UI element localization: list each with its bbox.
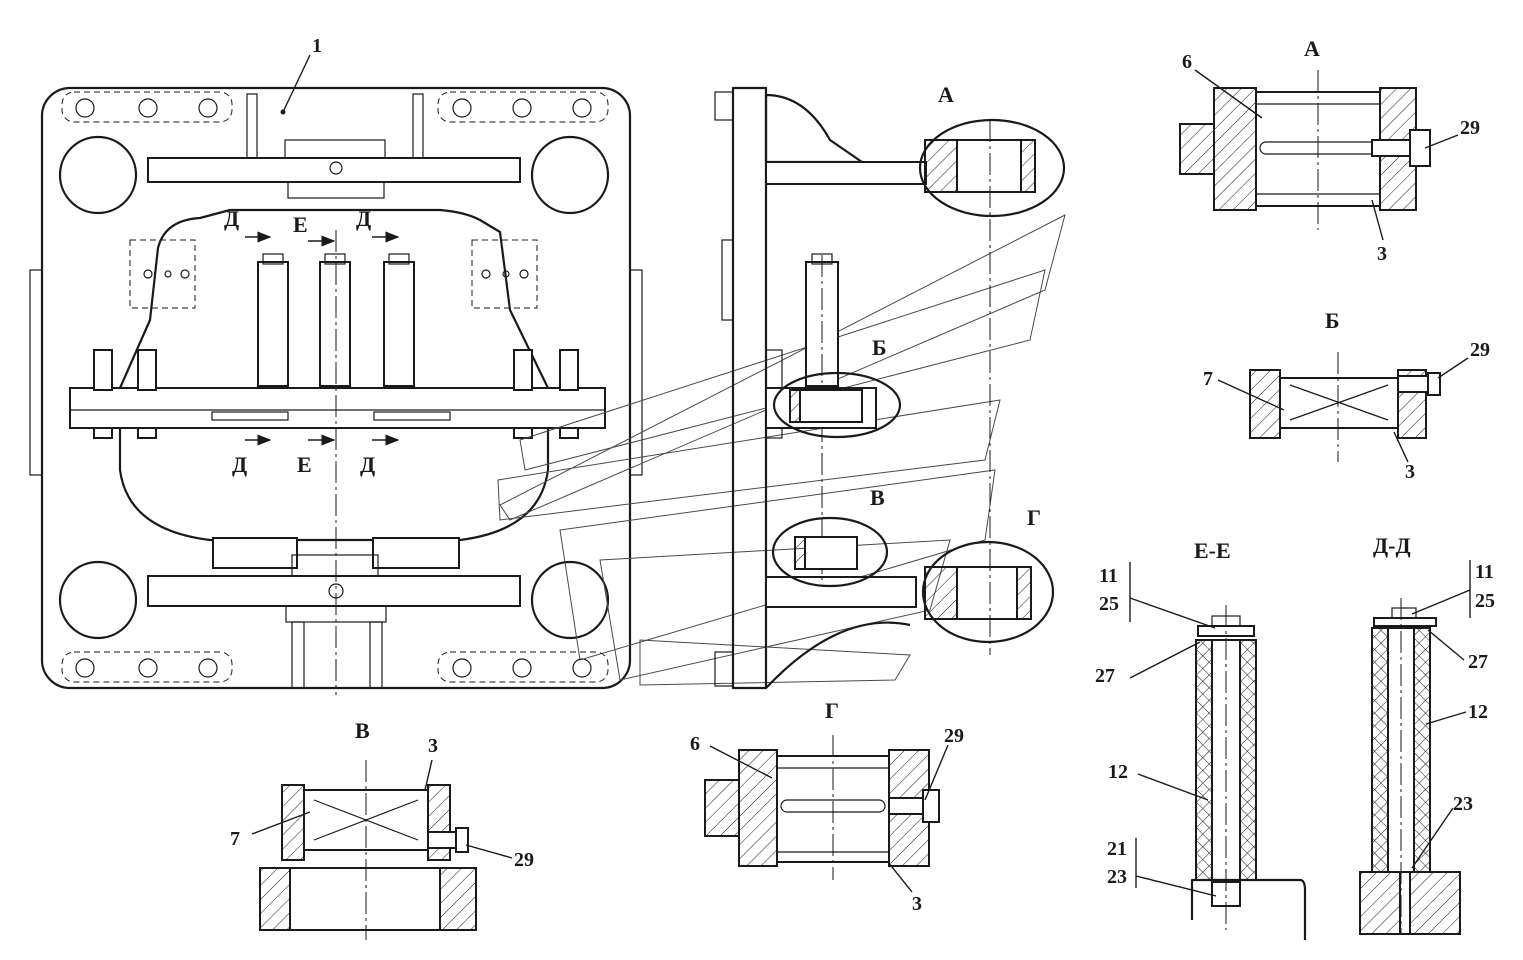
section-mark-e-top: Е xyxy=(293,212,308,237)
view-label-v: В xyxy=(355,718,370,743)
part-label-29-v: 29 xyxy=(514,849,534,871)
part-label-3-g: 3 xyxy=(912,893,922,915)
view-label-g: Г xyxy=(825,698,839,723)
section-mark-d-top-right: Д xyxy=(356,206,371,231)
section-mark-e-bottom: Е xyxy=(297,452,312,477)
front-view: Д Е Д Д Е Д 1 xyxy=(29,35,643,695)
part-label-7-v: 7 xyxy=(230,828,240,850)
detail-g: Г 6 29 3 xyxy=(690,698,964,915)
part-label-12-dd: 12 xyxy=(1468,701,1488,723)
part-label-6-g: 6 xyxy=(690,733,700,755)
part-label-23-ee: 23 xyxy=(1107,866,1127,888)
section-mark-d-bottom-left: Д xyxy=(232,452,247,477)
part-label-6-a: 6 xyxy=(1182,51,1192,73)
part-label-7-b: 7 xyxy=(1203,368,1213,390)
view-label-b: Б xyxy=(1325,308,1340,333)
part-label-23-dd: 23 xyxy=(1453,793,1473,815)
part-label-29-b: 29 xyxy=(1470,339,1490,361)
part-label-25-dd: 25 xyxy=(1475,590,1495,612)
section-mark-d-top-left: Д xyxy=(224,206,239,231)
part-label-29-g: 29 xyxy=(944,725,964,747)
section-e-e: Е-Е 11 25 27 12 21 23 xyxy=(1095,538,1307,940)
view-label-a: А xyxy=(1304,36,1320,61)
part-label-3-a: 3 xyxy=(1377,243,1387,265)
detail-b: Б 7 29 3 xyxy=(1203,308,1490,483)
part-label-21-ee: 21 xyxy=(1107,838,1127,860)
side-view: А Б В Г xyxy=(714,82,1066,690)
part-label-1: 1 xyxy=(312,35,322,57)
detail-a: А 6 29 3 xyxy=(1179,36,1480,265)
detail-v: В 3 7 29 xyxy=(230,718,534,940)
part-label-11-dd: 11 xyxy=(1475,561,1494,583)
part-label-25-ee: 25 xyxy=(1099,593,1119,615)
part-label-29-a: 29 xyxy=(1460,117,1480,139)
part-label-3-v: 3 xyxy=(428,735,438,757)
part-label-3-b: 3 xyxy=(1405,461,1415,483)
view-label-d-d: Д-Д xyxy=(1373,533,1411,558)
section-d-d: Д-Д 11 25 27 12 23 xyxy=(1359,533,1495,935)
section-mark-d-bottom-right: Д xyxy=(360,452,375,477)
view-label-e-e: Е-Е xyxy=(1194,538,1231,563)
view-label-g-callout: Г xyxy=(1027,505,1041,530)
view-label-a-callout: А xyxy=(938,82,954,107)
part-label-11-ee: 11 xyxy=(1099,565,1118,587)
part-label-27-ee: 27 xyxy=(1095,665,1115,687)
view-label-b-callout: Б xyxy=(872,335,887,360)
view-label-v-callout: В xyxy=(870,485,885,510)
part-label-12-ee: 12 xyxy=(1108,761,1128,783)
part-label-27-dd: 27 xyxy=(1468,651,1488,673)
